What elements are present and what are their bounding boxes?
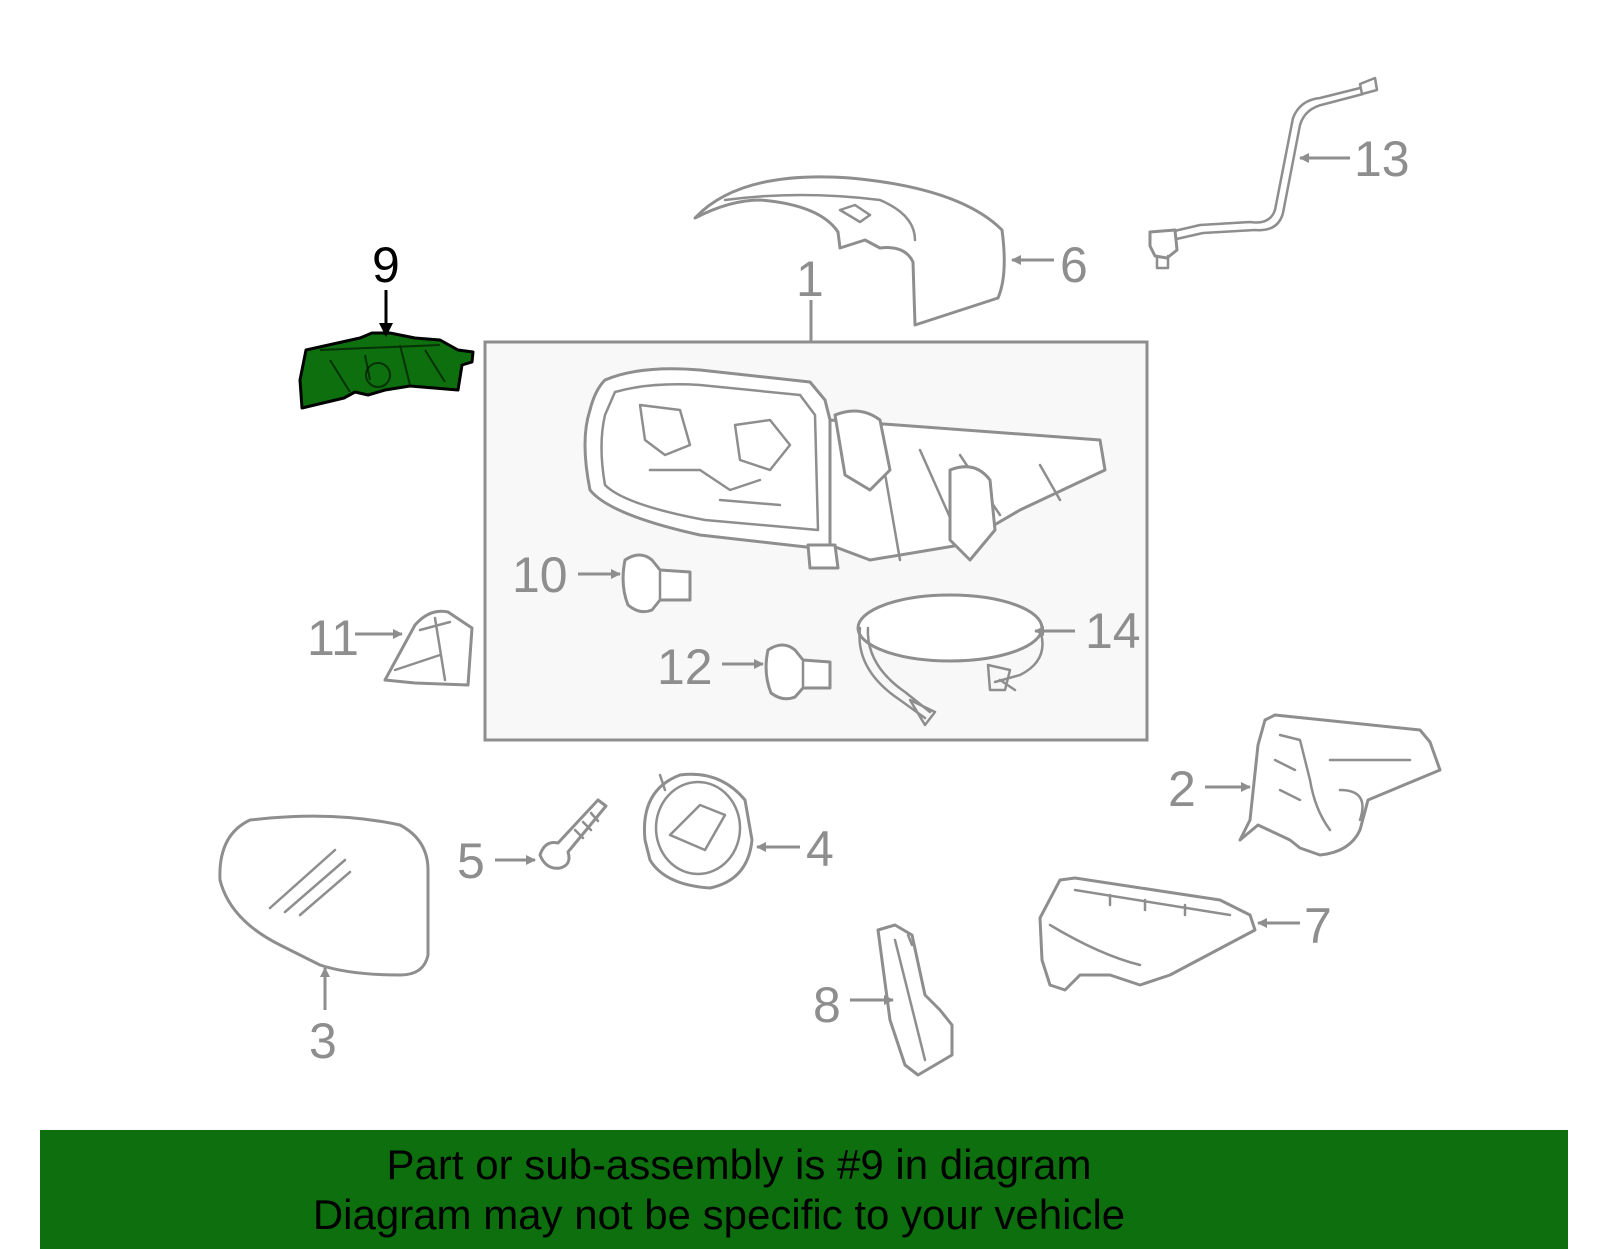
callout-11-label: 11 xyxy=(307,610,359,666)
callout-3-label: 3 xyxy=(309,1013,337,1069)
callout-10-label: 10 xyxy=(512,547,568,603)
callout-4-label: 4 xyxy=(806,821,834,877)
info-banner: Part or sub-assembly is #9 in diagram Di… xyxy=(40,1130,1568,1249)
callout-2-label: 2 xyxy=(1168,761,1196,817)
mirror-housing-drawing xyxy=(583,367,1107,570)
trim-strip-8[interactable] xyxy=(876,923,954,1077)
highlighted-part-9[interactable] xyxy=(298,331,475,410)
wire-13[interactable] xyxy=(1148,76,1379,270)
callout-9-label: 9 xyxy=(372,237,400,293)
bracket-2[interactable] xyxy=(1238,713,1442,857)
lower-cover-7[interactable] xyxy=(1038,876,1257,992)
banner-line-disclaimer: Diagram may not be specific to your vehi… xyxy=(312,1190,1126,1238)
parts-diagram: 1 10 12 xyxy=(218,76,1442,1077)
screw-5[interactable] xyxy=(538,798,608,870)
callout-1-label: 1 xyxy=(796,251,824,307)
mirror-cap-6[interactable] xyxy=(693,175,1006,327)
bulb-10-drawing xyxy=(621,553,692,614)
callout-14-label: 14 xyxy=(1085,603,1141,659)
callout-5-label: 5 xyxy=(457,833,485,889)
banner-line-part: Part or sub-assembly is #9 in diagram xyxy=(386,1140,1092,1188)
part-11[interactable] xyxy=(383,609,474,687)
motor-4[interactable] xyxy=(642,772,754,890)
callout-8-label: 8 xyxy=(813,977,841,1033)
callout-12-label: 12 xyxy=(657,639,713,695)
mirror-glass-3[interactable] xyxy=(218,814,430,977)
bulb-12-drawing xyxy=(764,643,832,701)
callout-7-label: 7 xyxy=(1304,898,1332,954)
mirror-assembly-group[interactable]: 1 10 12 xyxy=(483,251,1149,742)
callout-6-label: 6 xyxy=(1060,237,1088,293)
callout-13-label: 13 xyxy=(1354,131,1410,187)
